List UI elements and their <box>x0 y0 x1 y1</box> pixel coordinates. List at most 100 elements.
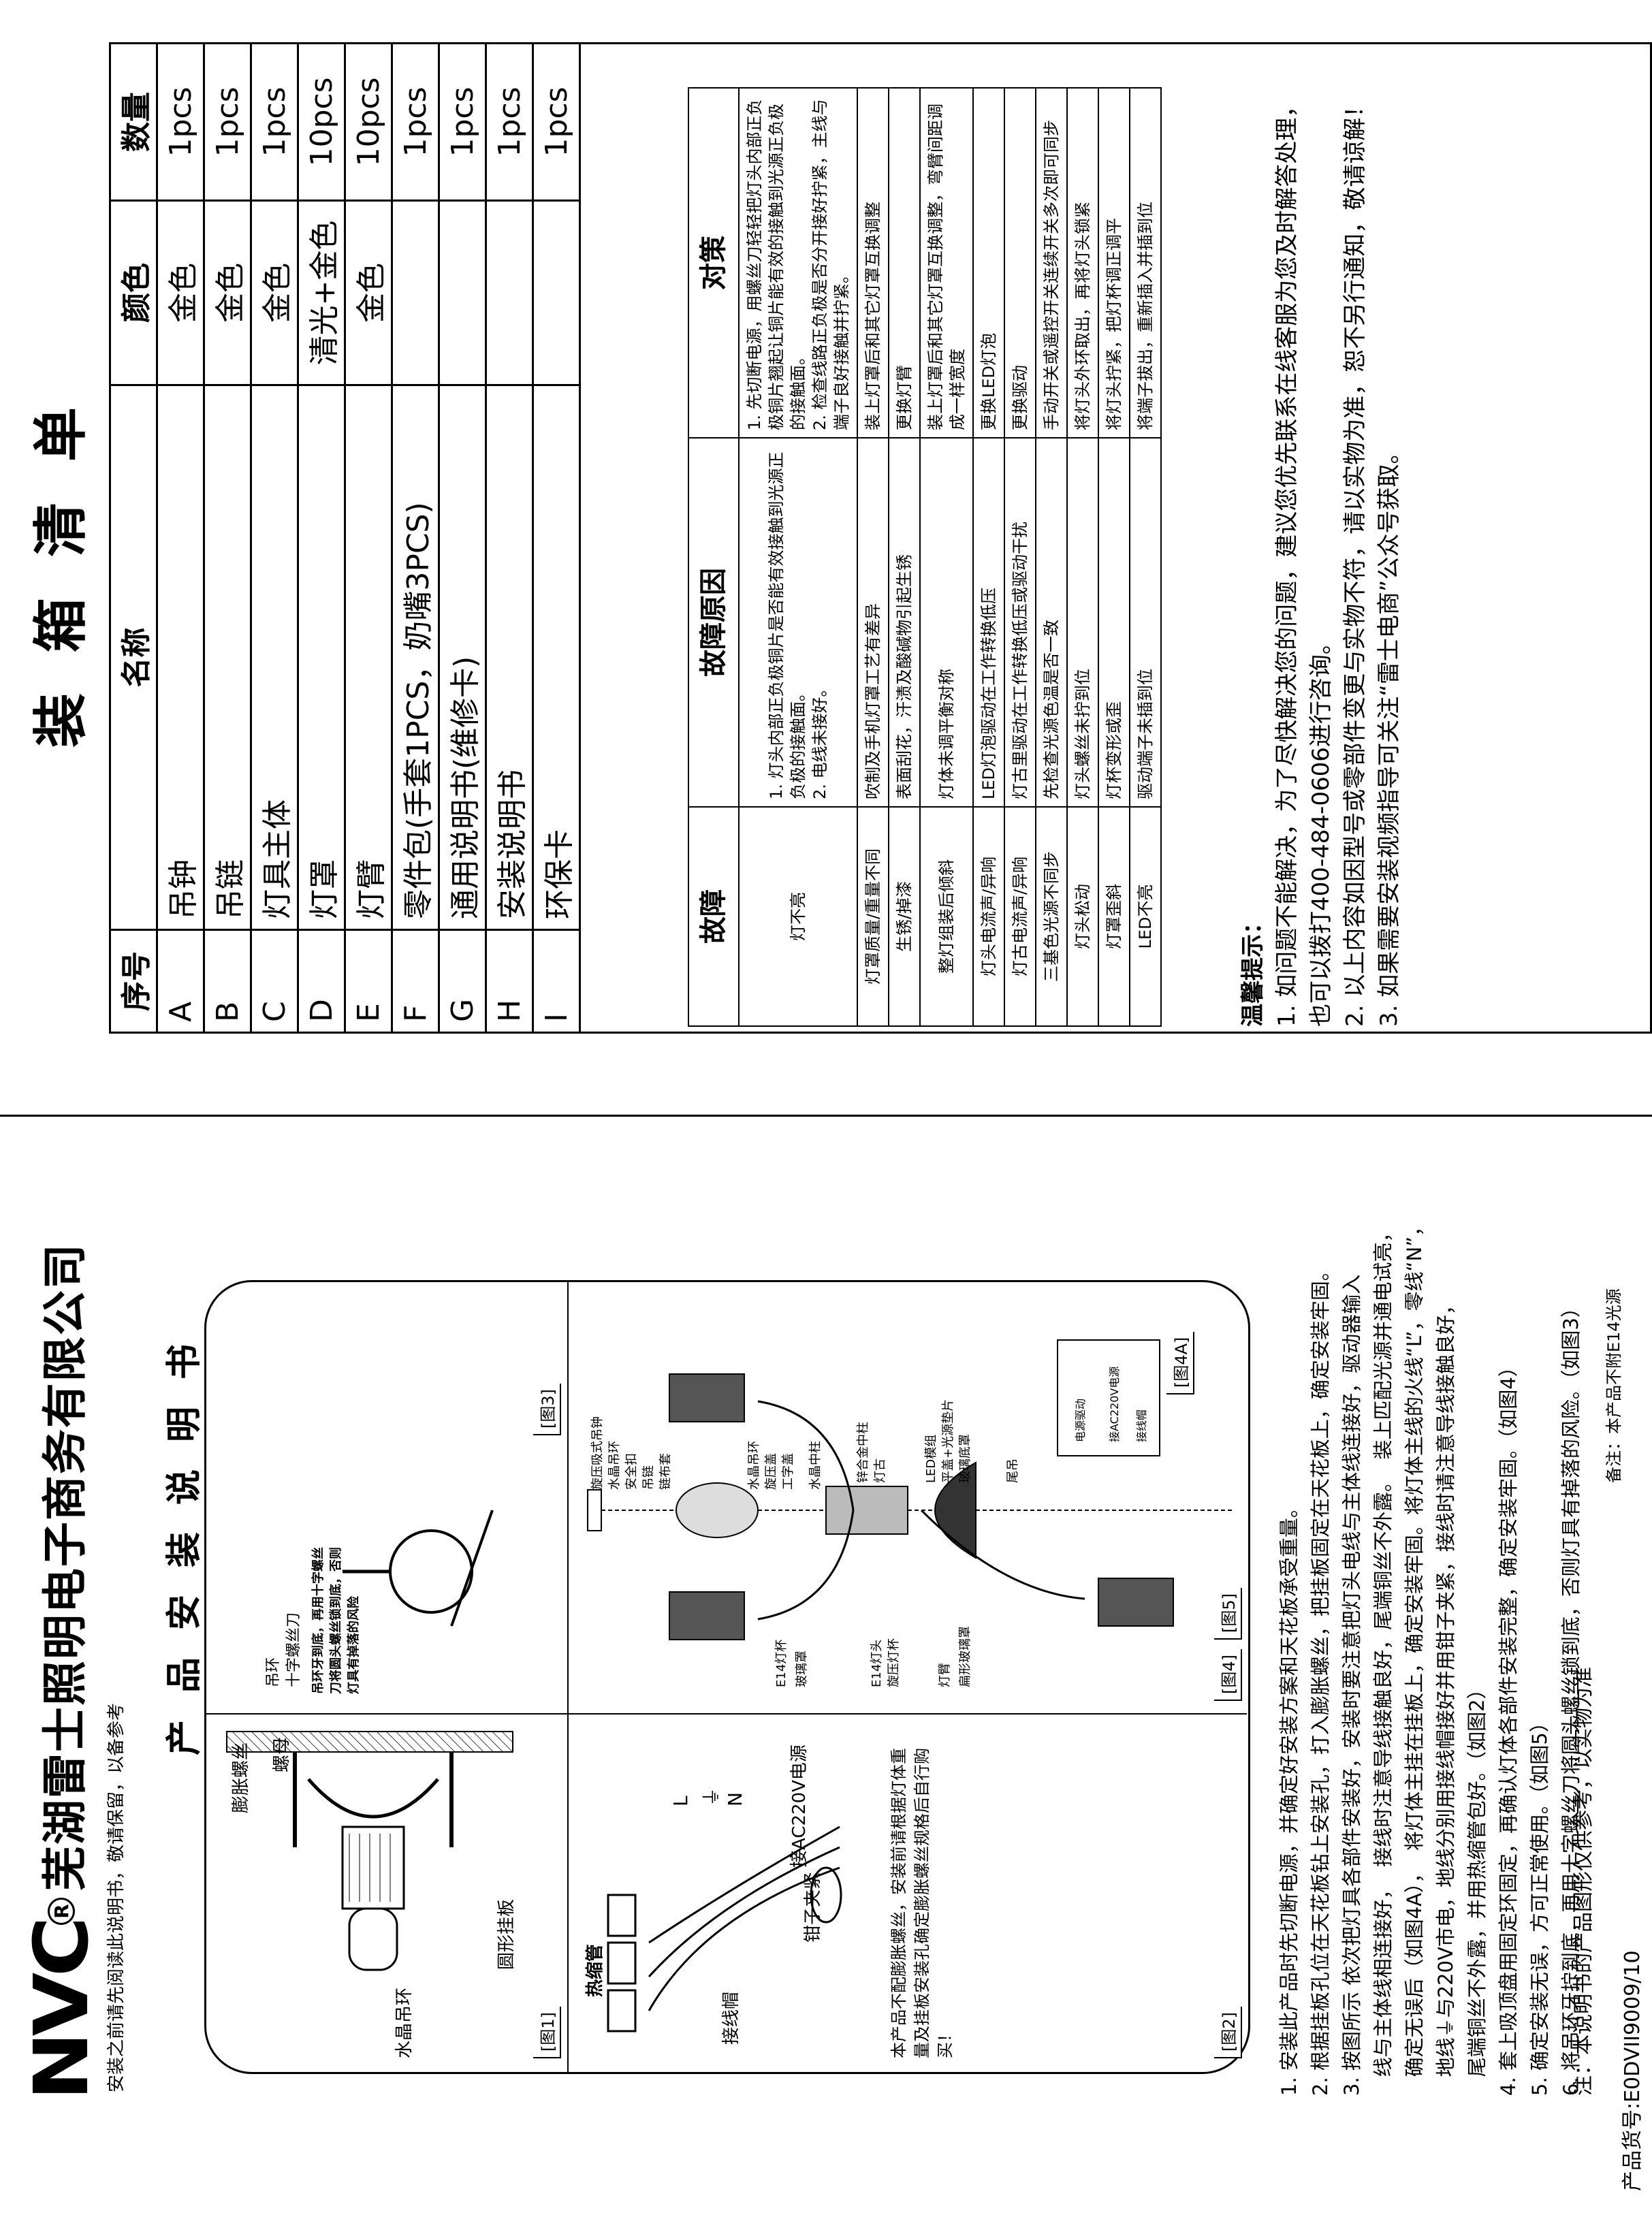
trouble-cell-fault: 灯头松动 <box>1067 807 1098 1026</box>
fig4a-tag: [图4A] <box>1166 1331 1194 1394</box>
fig5-tag: [图5] <box>1214 1588 1242 1640</box>
packing-cell-index: H <box>486 929 533 1033</box>
tip-line: 3. 如果需要安装视频指导可关注“雷士电商”公众号获取。 <box>1376 441 1403 1027</box>
instructions-list: 1. 安装此产品时先切断电源，并确定好安装方案和天花板承受重量。 2. 根据挂板… <box>1273 1211 1587 2096</box>
instruction-line: 线与主体线相连接好， 接线时注意导线接触良好，尾端铜丝不外露。 装上匹配光源并通… <box>1371 1222 1395 2096</box>
fig2-label-power: 接AC220V电源 <box>789 1744 810 1868</box>
trouble-cell-solution: 手动开关或遥控开关连续开关多次即可同步 <box>1036 88 1067 438</box>
packing-cell-index: I <box>533 929 580 1033</box>
trouble-cell-cause: 灯体未调平衡对称 <box>920 438 973 807</box>
figure-4-5: 旋压吸式吊钟 水晶吊环 安全扣 吊链 链布套 水晶吊环 旋压盖 工字盖 水晶中柱… <box>567 1282 1247 1715</box>
trouble-cell-fault: 三基色光源不同步 <box>1036 807 1067 1026</box>
instruction-line: 5. 确定安装无误，方可正常使用。（如图5） <box>1528 1712 1551 2096</box>
packing-cell-name: 安装说明书 <box>486 385 533 930</box>
trouble-cell-fault: 灯头电流声/异响 <box>973 807 1004 1026</box>
trouble-cell-fault: LED不亮 <box>1130 807 1161 1026</box>
packing-cell-qty: 1pcs <box>392 43 439 201</box>
packing-cell-name: 灯臂 <box>345 385 392 930</box>
fig2-tag: [图2] <box>1214 2007 1242 2058</box>
nvc-logo: NVC <box>18 1921 105 2101</box>
fig4a-label-driver: 电源驱动 <box>1074 1398 1087 1442</box>
instruction-line: 4. 套上吸顶盘用固定环固定，再确认灯体各部件安装完整，确定安装牢固。（如图4） <box>1497 1357 1520 2096</box>
trouble-row: 生锈/掉漆表面刮花，汗渍及酸碱物引起生锈更换灯臂 <box>889 88 920 1026</box>
trouble-cell-solution: 更换LED灯泡 <box>973 88 1004 438</box>
trouble-header-cause: 故障原因 <box>688 438 739 807</box>
fig2-label-pliers: 钳子夹紧 <box>803 1871 823 1943</box>
instruction-line: 地线⏚与220V市电，地线分别用接线帽接好并用钳子夹紧，接线时请注意导线接触良好… <box>1434 1295 1457 2096</box>
trouble-cell-cause: 先检查光源色温是否一致 <box>1036 438 1067 807</box>
packing-header-name: 名称 <box>110 385 157 930</box>
figure-note: 注：本说明书的产品图形仅供参考，以实物为准 <box>1572 1667 1595 2096</box>
fig4-label-spin-cup: 旋压灯杯 <box>887 1638 901 1687</box>
packing-cell-color <box>392 200 439 385</box>
figure-3: 吊环 十字螺丝刀 吊环牙到底，再用十字螺丝刀将圆头螺丝锁到底，否则灯具有掉落的风… <box>206 1282 567 1715</box>
fig4-label-e14-holder: E14灯头 <box>870 1639 884 1687</box>
trouble-cell-solution: 装上灯罩后和其它灯罩互换调整 <box>857 88 889 438</box>
fig2-drawing <box>607 1826 842 2032</box>
packing-cell-color <box>533 200 580 385</box>
fig3-drawing <box>343 1510 494 1627</box>
trouble-row: 灯罩质量/重量不同吹制及手机灯罩工艺有差异装上灯罩后和其它灯罩互换调整 <box>857 88 889 1026</box>
fold-line <box>0 1115 1652 1117</box>
fig3-label-screwdriver: 十字螺丝刀 <box>285 1612 302 1687</box>
trouble-cell-fault: 整灯组装后倾斜 <box>920 807 973 1026</box>
trouble-cell-solution: 1. 先切断电源，用螺丝刀轻轻把灯头内部正负极铜片翘起让铜片能有效的接触到光源正… <box>739 88 857 438</box>
fig1-label-bolt: 膨胀螺丝 <box>231 1742 251 1813</box>
packing-cell-name: 吊钟 <box>157 385 204 930</box>
trouble-cell-cause: 驱动端子未插到位 <box>1130 438 1161 807</box>
trouble-row: 灯古电流声/异响灯古里驱动在工作转换低压或驱动干扰更换驱动 <box>1004 88 1036 1026</box>
trouble-row: 整灯组装后倾斜灯体未调平衡对称装上灯罩后和其它灯罩互换调整，弯臂间距调成一样宽度 <box>920 88 973 1026</box>
fig2-label-L: L <box>669 1796 692 1806</box>
fig2-label-N: N <box>724 1792 746 1806</box>
fig4-label-ceiling-cap: 旋压吸式吊钟 <box>590 1416 605 1490</box>
company-name: 芜湖雷士照明电子商务有限公司 <box>39 1243 91 1892</box>
packing-cell-qty: 1pcs <box>157 43 204 201</box>
packing-cell-color <box>486 200 533 385</box>
trouble-cell-solution: 将灯头外环取出，再将灯头锁紧 <box>1067 88 1098 438</box>
packing-cell-color: 金色 <box>204 200 251 385</box>
trouble-cell-cause: 灯头螺丝未拧到位 <box>1067 438 1098 807</box>
trouble-cell-fault: 灯罩质量/重量不同 <box>857 807 889 1026</box>
trouble-cell-cause: 1. 灯头内部正负极铜片是否能有效接触到光源正负极的接触面。 2. 电线未接好。 <box>739 438 857 807</box>
packing-cell-qty: 1pcs <box>251 43 298 201</box>
packing-cell-qty: 1pcs <box>439 43 486 201</box>
figure-2: 热缩管 L ⏚ N 接线帽 接AC220V电源 钳子夹紧 本产品不配膨胀螺丝，安… <box>567 1715 1247 2072</box>
instruction-line: 1. 安装此产品时先切断电源，并确定好安装方案和天花板承受重量。 <box>1277 1498 1301 2096</box>
fig2-note: 本产品不配膨胀螺丝，安装前请根据灯体重量及挂板安装孔确定膨胀螺丝规格后自行购买！ <box>889 1748 955 2058</box>
packing-cell-color: 清光+金色 <box>298 200 345 385</box>
trouble-cell-solution: 更换驱动 <box>1004 88 1036 438</box>
fig1-label-plate: 圆形挂板 <box>496 1898 517 1970</box>
instruction-line: 3. 按图所示 依次把灯具各部件安装好，安装时要注意把灯头电线与主体线连接好，驱… <box>1340 1274 1363 2096</box>
packing-cell-index: E <box>345 929 392 1033</box>
light-source-note: 备注：本产品不附E14光源 <box>1604 1288 1623 1483</box>
packing-title: 装箱清单 <box>29 366 93 748</box>
packing-cell-qty: 10pcs <box>298 43 345 201</box>
fig4-label-cloth: 链布套 <box>658 1453 673 1490</box>
fig4-label-arm: 灯臂 <box>938 1663 952 1687</box>
trouble-header-solution: 对策 <box>688 88 739 438</box>
packing-cell-name: 灯具主体 <box>251 385 298 930</box>
read-notice: 安装之前请先阅读此说明书，敬请保留，以备参考 <box>106 1702 127 2092</box>
trouble-cell-fault: 灯不亮 <box>739 807 857 1026</box>
packing-header-row: 序号 名称 颜色 数量 <box>110 43 157 1033</box>
fig3-warning: 吊环牙到底，再用十字螺丝刀将圆头螺丝锁到底，否则灯具有掉落的风险 <box>311 1547 361 1694</box>
fig3-tag: [图3] <box>533 1384 561 1435</box>
fig1-label-ring: 水晶吊环 <box>394 1987 415 2058</box>
tips-title: 温馨提示： <box>1239 911 1267 1027</box>
trouble-cell-solution: 将端子拔出，重新插入并插到位 <box>1130 88 1161 438</box>
trouble-cell-cause: 表面刮花，汗渍及酸碱物引起生锈 <box>889 438 920 807</box>
trouble-row: 灯头松动灯头螺丝未拧到位将灯头外环取出，再将灯头锁紧 <box>1067 88 1098 1026</box>
document-title: 产品安装说明书 <box>164 1316 205 1755</box>
ground-icon: ⏚ <box>700 1787 722 1806</box>
trouble-cell-cause: 灯古里驱动在工作转换低压或驱动干扰 <box>1004 438 1036 807</box>
fig4-label-safety: 安全扣 <box>624 1453 639 1490</box>
packing-cell-color: 金色 <box>345 200 392 385</box>
